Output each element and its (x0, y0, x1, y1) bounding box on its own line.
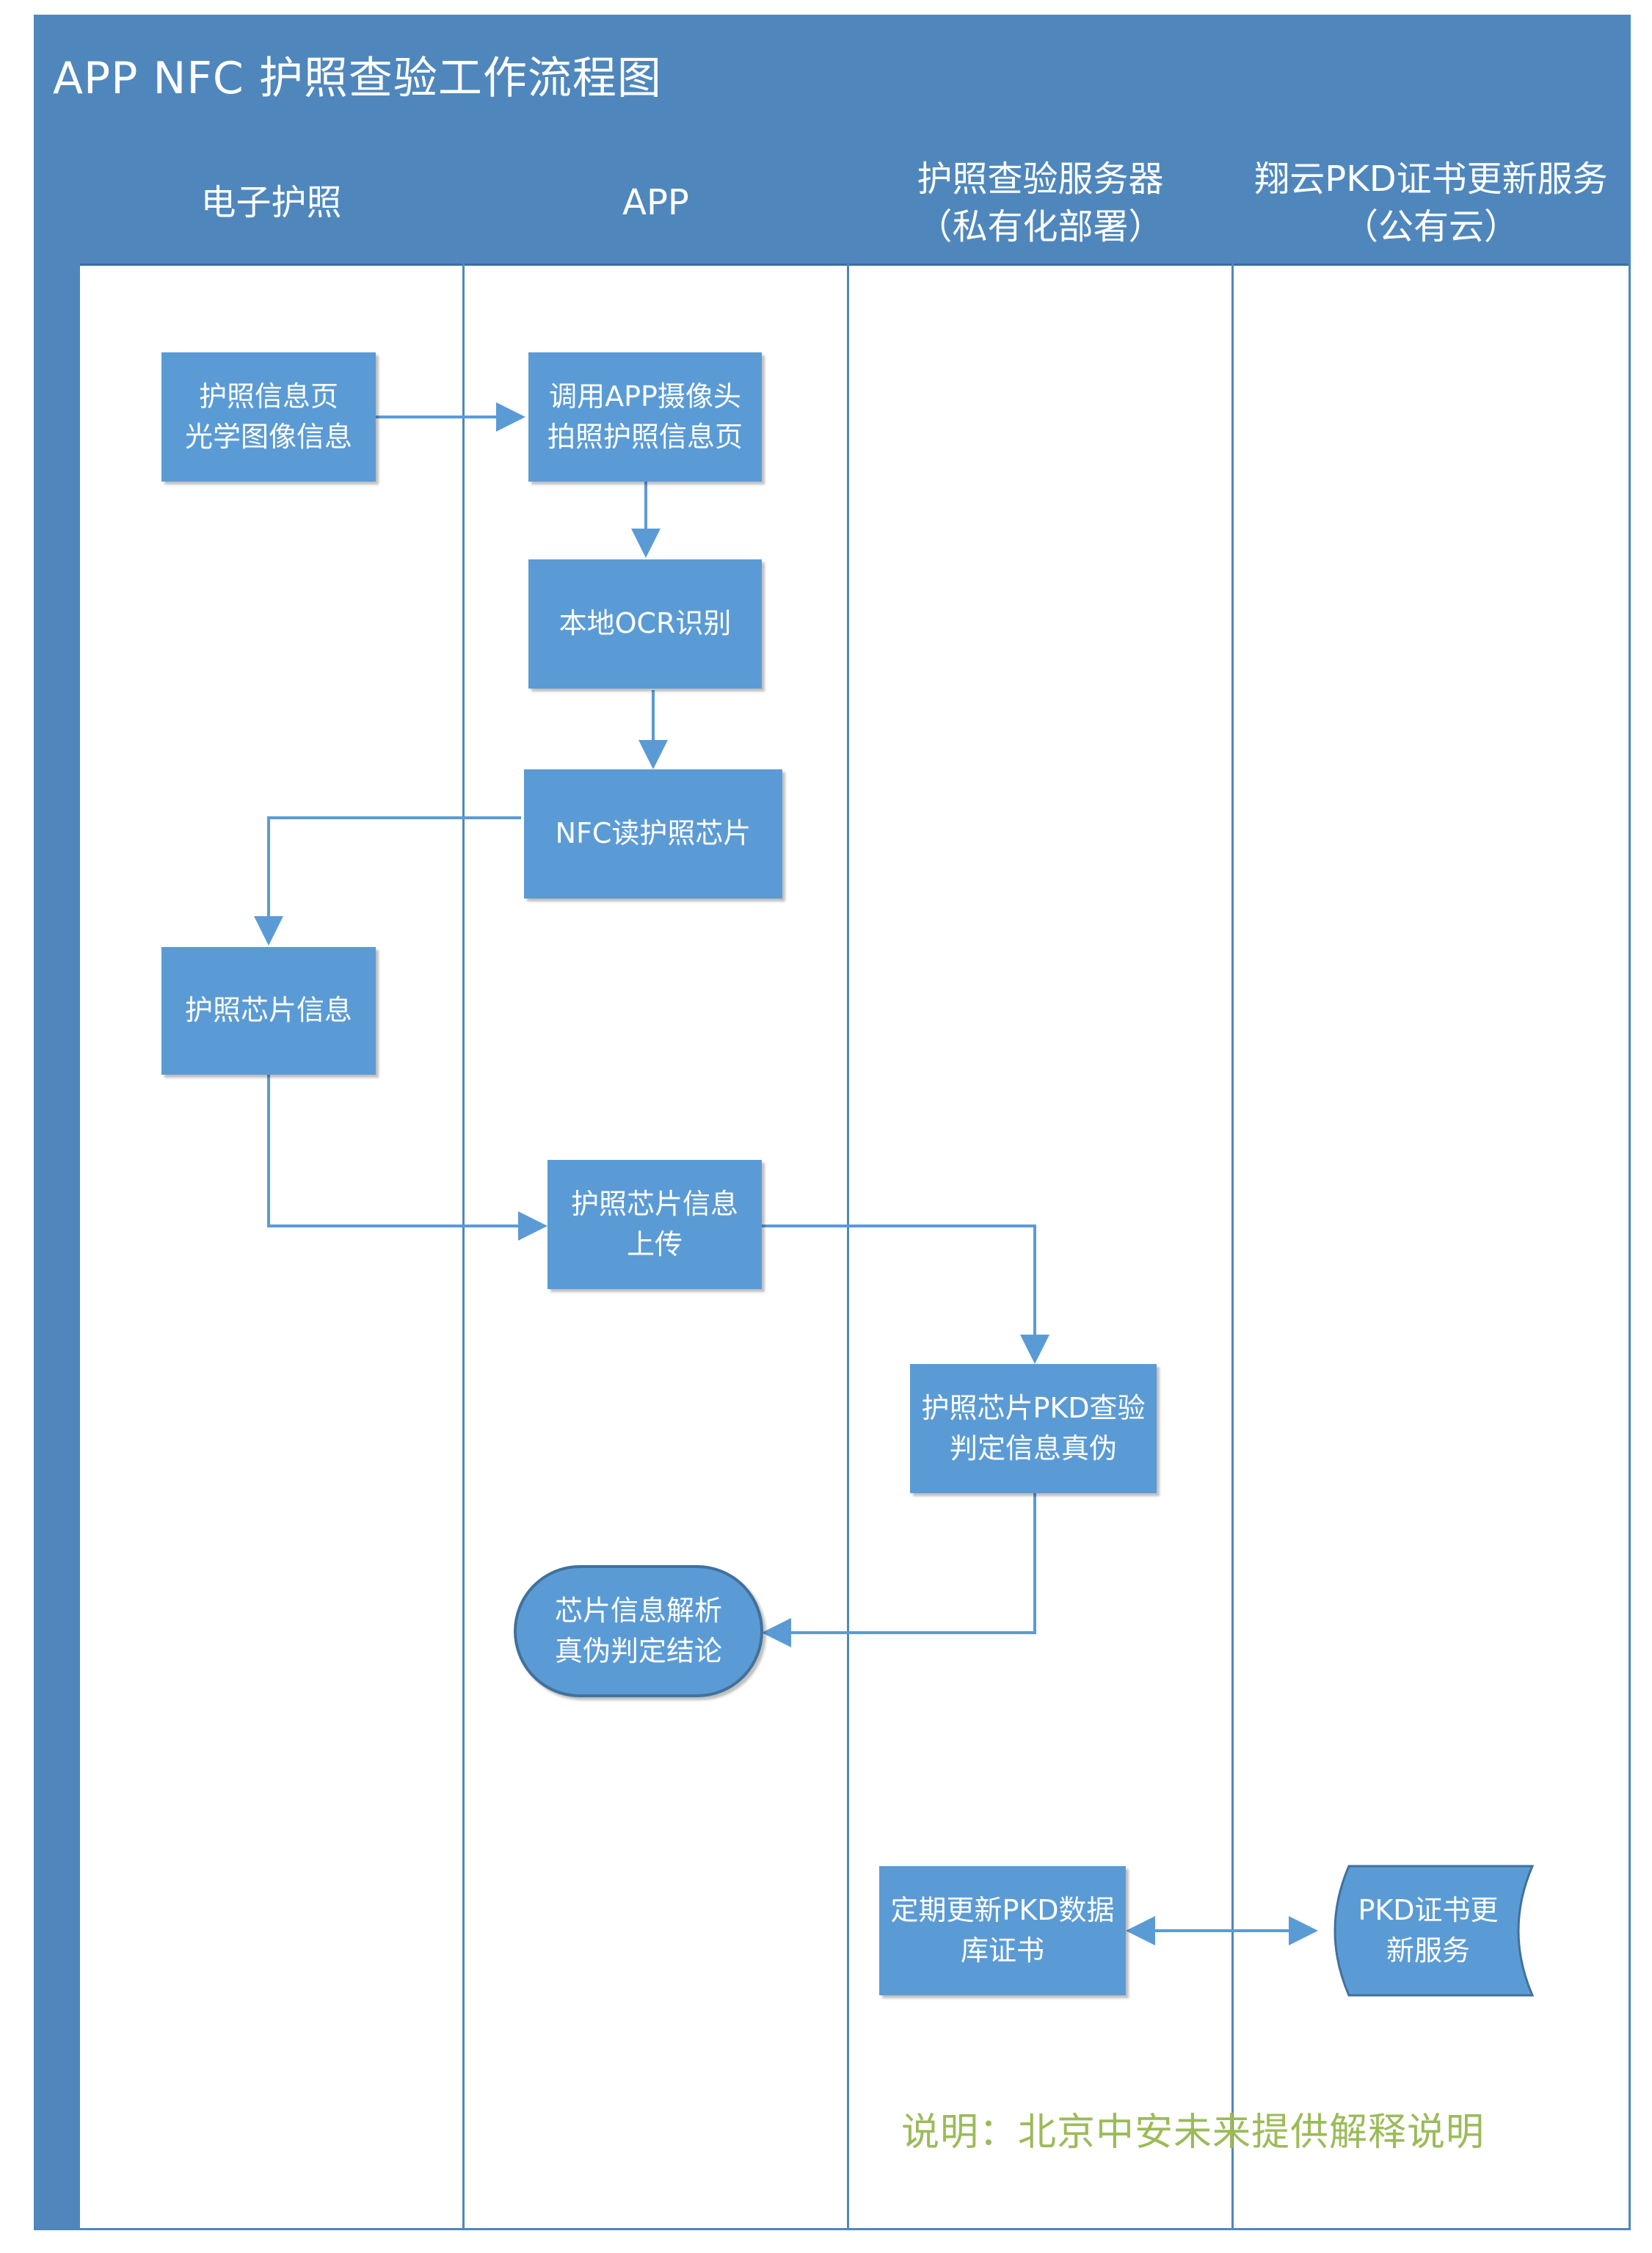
diagram-title: APP NFC 护照查验工作流程图 (34, 15, 1631, 142)
pool-bottom-border (34, 2228, 1631, 2230)
edge-chip-info-to-upload (267, 1075, 547, 1241)
node-chip-info[interactable]: 护照芯片信息 (161, 947, 376, 1075)
node-label: 上传 (626, 1228, 683, 1260)
lane-pkd-cloud: 翔云PKD证书更新服务 （公有云） (1231, 142, 1629, 2230)
node-label: 光学图像信息 (184, 421, 352, 453)
lane-title: APP (622, 182, 689, 224)
lane-subtitle: （公有云） (1342, 206, 1519, 247)
node-label: 调用APP摄像头 (549, 380, 741, 413)
node-label: 定期更新PKD数据 (890, 1893, 1115, 1926)
node-label: NFC读护照芯片 (555, 817, 752, 850)
lane-verify-server: 护照查验服务器 （私有化部署） (847, 142, 1231, 2230)
node-label: 本地OCR识别 (558, 607, 732, 640)
node-label: 真伪判定结论 (554, 1635, 722, 1667)
node-chip-upload[interactable]: 护照芯片信息 上传 (547, 1160, 762, 1289)
node-label: 护照芯片PKD查验 (921, 1391, 1146, 1424)
node-nfc-read[interactable]: NFC读护照芯片 (524, 769, 782, 899)
node-pkd-db-update[interactable]: 定期更新PKD数据 库证书 (879, 1866, 1126, 1995)
edge-pkd-verify-to-result (762, 1493, 1036, 1647)
node-label: 护照芯片信息 (184, 994, 352, 1027)
node-label: 新服务 (1386, 1934, 1470, 1967)
edge-upload-to-pkd-verify (762, 1225, 1049, 1364)
node-pkd-service[interactable]: PKD证书更 新服务 (1321, 1866, 1535, 1995)
node-label: 库证书 (960, 1934, 1044, 1967)
pool-right-border (1629, 142, 1631, 2230)
lane-title: 电子护照 (200, 182, 342, 224)
node-label: 护照芯片信息 (570, 1187, 738, 1220)
node-pkd-verify[interactable]: 护照芯片PKD查验 判定信息真伪 (910, 1364, 1157, 1493)
footnote: 说明：北京中安未来提供解释说明 (901, 2111, 1485, 2155)
node-label: 护照信息页 (198, 380, 338, 413)
lane-header-pkd-cloud: 翔云PKD证书更新服务 （公有云） (1234, 142, 1629, 266)
lane-header-verify-server: 护照查验服务器 （私有化部署） (849, 142, 1231, 266)
lane-title: 护照查验服务器 (917, 158, 1164, 200)
pkd-service-stored-data-shape (1333, 1865, 1535, 1997)
lane-app: APP (462, 142, 847, 2230)
node-label: PKD证书更 (1358, 1893, 1499, 1926)
node-local-ocr[interactable]: 本地OCR识别 (528, 559, 762, 689)
lane-subtitle: （私有化部署） (917, 206, 1164, 247)
lane-header-e-passport: 电子护照 (80, 142, 462, 266)
lane-e-passport: 电子护照 (78, 142, 462, 2230)
node-label: 芯片信息解析 (554, 1594, 722, 1627)
node-camera-capture[interactable]: 调用APP摄像头 拍照护照信息页 (528, 352, 762, 482)
pool-left-bar (34, 142, 78, 2230)
lane-title: 翔云PKD证书更新服务 (1254, 158, 1608, 200)
lane-header-app: APP (465, 142, 847, 266)
node-label: 判定信息真伪 (949, 1432, 1117, 1465)
edge-nfc-to-chip-info (254, 816, 521, 946)
node-optical-info[interactable]: 护照信息页 光学图像信息 (161, 352, 376, 482)
node-label: 拍照护照信息页 (547, 421, 743, 453)
node-result[interactable]: 芯片信息解析 真伪判定结论 (514, 1565, 763, 1697)
